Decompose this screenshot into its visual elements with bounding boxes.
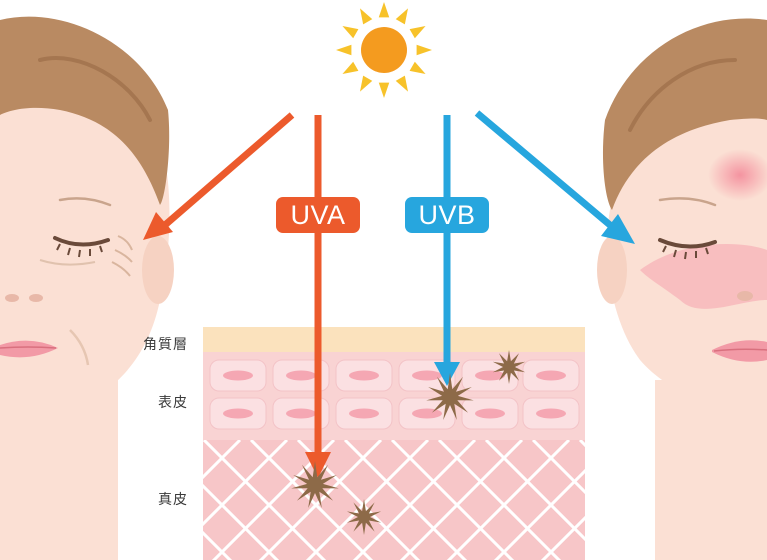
right-lips <box>712 340 767 362</box>
cell-nucleus <box>412 408 442 419</box>
stratum-corneum-label: 角質層 <box>143 337 188 353</box>
cell-nucleus <box>349 370 379 381</box>
uvb-arrow-to-epidermis <box>434 115 460 386</box>
uva-label: UVA <box>276 197 360 233</box>
cell-nucleus <box>412 370 442 381</box>
stratum-corneum-layer <box>203 327 585 352</box>
right-closed-eye <box>658 238 717 249</box>
collagen-fiber <box>493 468 585 560</box>
right-face-illustration <box>597 18 767 560</box>
cell-nucleus <box>286 408 316 419</box>
damage-spot <box>346 499 382 535</box>
sun-ray <box>416 44 432 56</box>
damage-spots <box>291 350 526 535</box>
sun-ray <box>395 75 408 92</box>
collagen-fiber <box>203 440 242 480</box>
left-ear <box>142 236 174 304</box>
epidermis-cells <box>209 359 580 430</box>
skin-cross-section <box>203 327 585 560</box>
sun-ray <box>360 8 373 25</box>
cell-nucleus <box>223 370 253 381</box>
sun-ray <box>360 75 373 92</box>
sun-ray <box>342 61 359 74</box>
collagen-fiber <box>446 440 571 560</box>
damage-spot <box>492 350 526 384</box>
uvb-label: UVB <box>405 197 489 233</box>
cell-nucleus <box>223 408 253 419</box>
sun-ray <box>409 26 426 39</box>
cell-nucleus <box>475 370 505 381</box>
collagen-fiber <box>540 515 585 560</box>
left-hair <box>0 16 170 205</box>
sun-ray <box>378 2 390 18</box>
dermis-fiber-mesh <box>203 440 585 560</box>
damage-spot <box>291 461 339 508</box>
right-forehead-flush <box>708 149 767 201</box>
cell-nucleus <box>475 408 505 419</box>
collagen-fiber <box>258 440 383 560</box>
right-hair <box>602 18 767 211</box>
sun-ray <box>342 26 359 39</box>
cell-nucleus <box>286 370 316 381</box>
collagen-fiber <box>203 440 289 527</box>
right-ear <box>597 236 627 304</box>
sun-icon <box>336 2 432 98</box>
epidermis-label: 表皮 <box>158 395 188 411</box>
left-wrinkles <box>111 235 133 277</box>
collagen-fiber <box>399 440 524 560</box>
collagen-fiber <box>531 440 585 495</box>
cell-nucleus <box>536 370 566 381</box>
collagen-fiber <box>203 530 233 560</box>
collagen-fiber <box>352 440 477 560</box>
damage-spot <box>426 373 474 420</box>
left-closed-eye <box>53 236 110 247</box>
right-cheek-sunburn <box>640 244 767 309</box>
left-lips <box>0 340 58 358</box>
collagen-fiber <box>305 440 430 560</box>
sun-ray <box>378 82 390 98</box>
uvb-arrow-to-face <box>474 110 635 244</box>
dermis-label: 真皮 <box>158 492 188 508</box>
epidermis-layer <box>203 352 585 440</box>
sun-ray <box>395 8 408 25</box>
sun-ray <box>409 61 426 74</box>
cell-nucleus <box>536 408 566 419</box>
left-face-illustration <box>0 16 174 560</box>
uva-arrow-to-dermis <box>305 115 331 478</box>
sun-ray <box>336 44 352 56</box>
uva-arrow-to-face <box>143 112 295 240</box>
cell-nucleus <box>349 408 379 419</box>
